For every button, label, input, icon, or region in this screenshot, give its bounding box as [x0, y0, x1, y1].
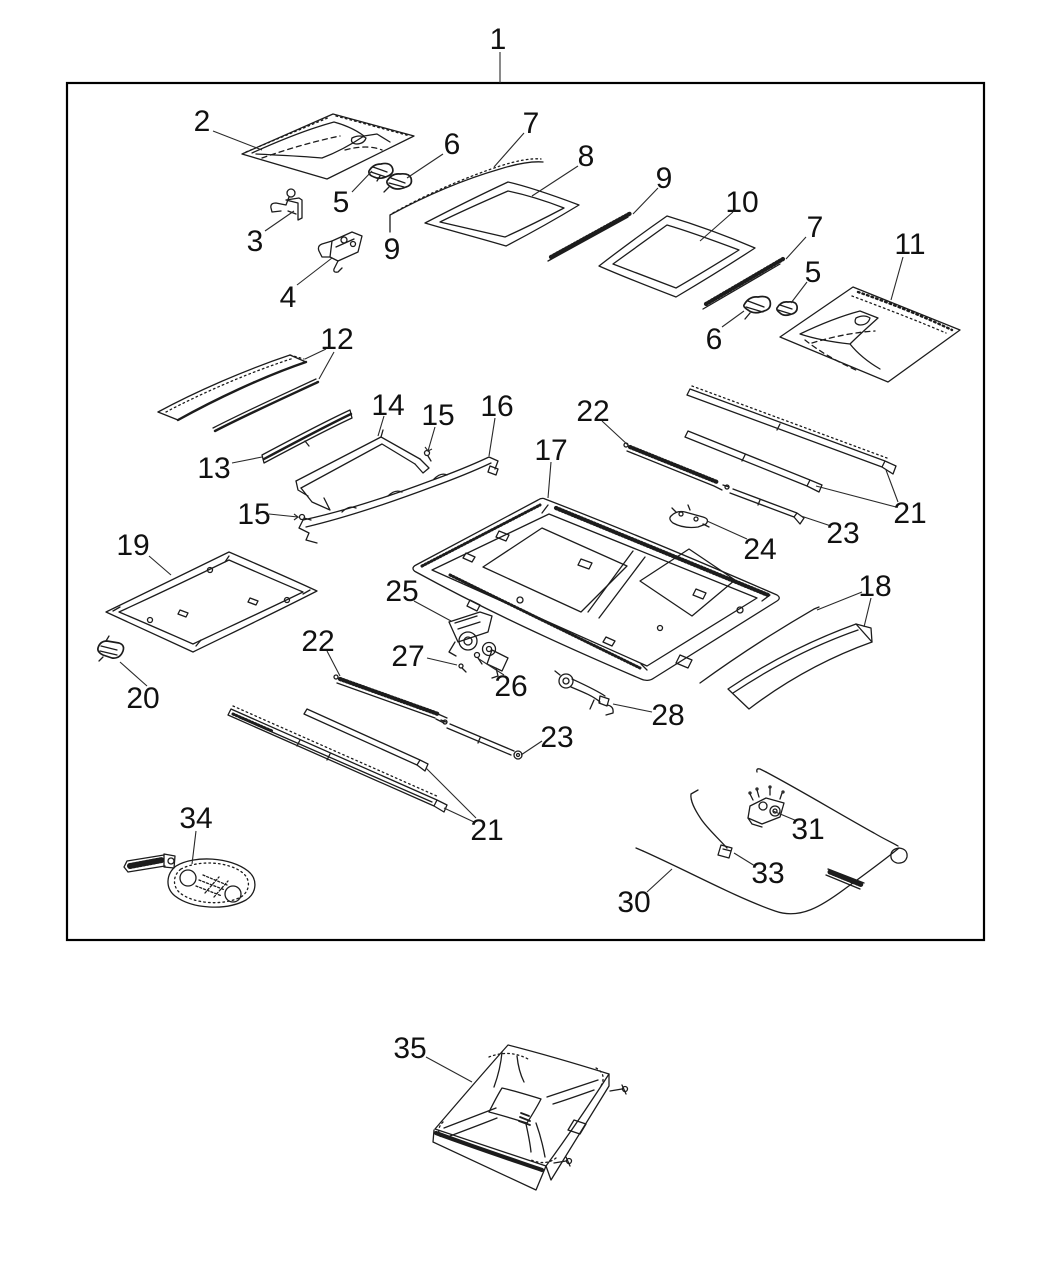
callout-18: 18 — [858, 570, 891, 603]
callout-28: 28 — [651, 699, 684, 732]
callout-27: 27 — [391, 640, 424, 673]
part-22-rail-lower — [333, 674, 448, 724]
callout-7-right: 7 — [807, 211, 824, 244]
part-15-screw-upper — [423, 449, 432, 462]
callout-6-left: 6 — [444, 128, 461, 161]
part-25-motor — [448, 611, 509, 679]
part-35-sunroof-module — [432, 1044, 629, 1191]
part-6-clip-left — [383, 172, 413, 193]
callout-14: 14 — [371, 389, 404, 422]
part-21-rails-upper — [684, 385, 897, 493]
callout-17: 17 — [534, 434, 567, 467]
callout-23-upper: 23 — [826, 517, 859, 550]
callout-9-mid: 9 — [656, 162, 673, 195]
callout-33: 33 — [751, 857, 784, 890]
part-23-rail-upper — [722, 484, 805, 525]
part-34-crank-handle — [123, 853, 256, 908]
callout-19: 19 — [116, 529, 149, 562]
part-5-clip-left — [368, 162, 394, 182]
part-4-bracket — [317, 231, 363, 273]
part-11-glass-panel — [779, 286, 961, 383]
callout-34: 34 — [179, 802, 212, 835]
part-9-strip-middle — [547, 210, 634, 262]
callout-31: 31 — [791, 813, 824, 846]
part-19-shade-frame — [105, 551, 318, 653]
callout-25: 25 — [385, 575, 418, 608]
callout-1: 1 — [490, 23, 507, 56]
callout-21-lower: 21 — [470, 814, 503, 847]
part-6-clip-right — [742, 295, 772, 320]
part-14-deflector-frame — [295, 429, 430, 511]
callout-3: 3 — [247, 225, 264, 258]
part-2-glass-panel — [241, 113, 415, 180]
part-33-wire-connector — [690, 789, 733, 859]
callout-23-lower: 23 — [540, 721, 573, 754]
callout-13: 13 — [197, 452, 230, 485]
callout-11: 11 — [894, 228, 925, 261]
part-30-drain-tube — [635, 768, 908, 915]
callout-26: 26 — [494, 670, 527, 703]
part-21-rails-lower — [227, 705, 448, 813]
callout-labels: 1 2 3 4 5 6 7 8 9 9 10 7 5 6 11 12 13 14… — [116, 23, 926, 1065]
part-28-link-arm — [554, 670, 614, 716]
part-23-rail-lower — [440, 719, 523, 760]
callout-22-lower: 22 — [301, 625, 334, 658]
callout-6-right: 6 — [706, 323, 723, 356]
callout-8: 8 — [578, 140, 595, 173]
callout-20: 20 — [126, 682, 159, 715]
callout-9-left: 9 — [384, 233, 401, 266]
part-31-motor — [747, 785, 785, 828]
callout-5-left: 5 — [333, 186, 350, 219]
part-13-strip — [261, 409, 353, 464]
callout-15-upper: 15 — [421, 399, 454, 432]
part-5-clip-right — [775, 300, 798, 317]
callout-4: 4 — [280, 281, 297, 314]
part-9-seal-left — [389, 158, 544, 233]
callout-21-upper: 21 — [893, 497, 926, 530]
part-12-deflector-blade — [157, 354, 320, 433]
callout-16: 16 — [480, 390, 513, 423]
part-27-screw — [458, 663, 467, 673]
part-8-glass-seal — [424, 181, 580, 247]
part-16-rail — [298, 456, 499, 544]
callout-12: 12 — [320, 323, 353, 356]
callout-30: 30 — [617, 886, 650, 919]
part-20-clip — [97, 635, 125, 662]
part-22-rail-upper — [623, 442, 723, 491]
part-10-glass-seal — [598, 215, 756, 298]
leader-lines — [119, 52, 904, 1083]
part-3-bracket — [270, 188, 303, 221]
assembly-box — [65, 81, 986, 942]
callout-10: 10 — [725, 186, 758, 219]
callout-24: 24 — [743, 533, 776, 566]
part-7-strip-right — [702, 256, 786, 310]
part-24-bracket — [669, 504, 710, 529]
callout-5-right: 5 — [805, 256, 822, 289]
part-26-screw — [473, 651, 483, 665]
callout-35: 35 — [393, 1032, 426, 1065]
callout-22-upper: 22 — [576, 395, 609, 428]
part-17-sunroof-frame — [412, 497, 780, 682]
part-18-deflector-right — [699, 606, 873, 710]
callout-15-lower: 15 — [237, 498, 270, 531]
callout-2: 2 — [194, 105, 211, 138]
callout-7-left: 7 — [523, 107, 540, 140]
